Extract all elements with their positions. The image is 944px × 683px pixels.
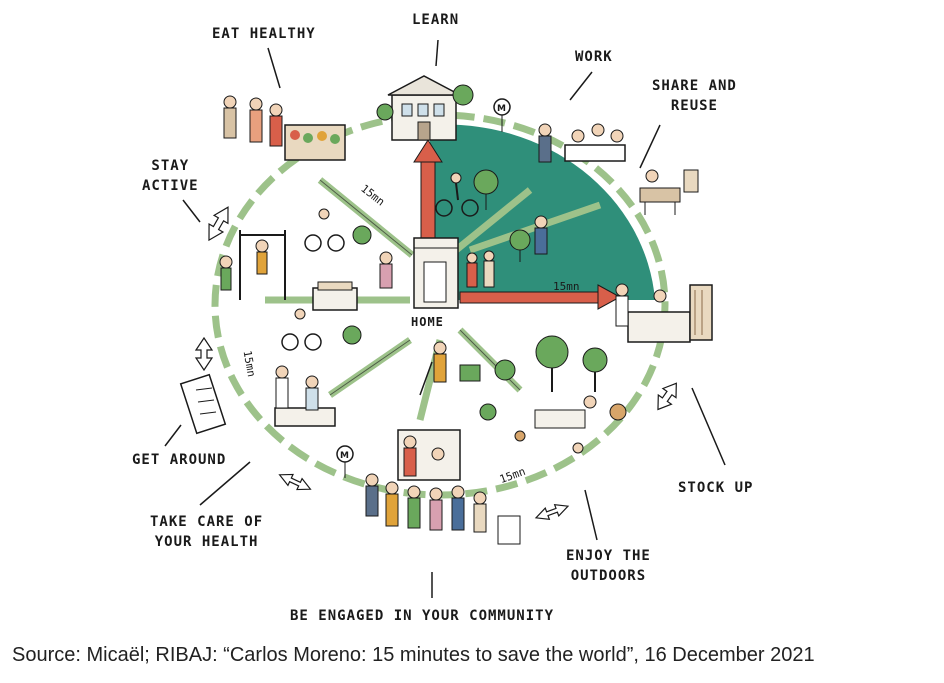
label-stay-active: STAY ACTIVE [142, 156, 199, 196]
label-home: HOME [411, 315, 444, 329]
leader-lines [164, 39, 726, 598]
label-share-line1: SHARE AND [652, 78, 737, 94]
kiosk-icon [312, 281, 358, 311]
label-take-care-line2: YOUR HEALTH [154, 534, 259, 550]
label-stay-line2: ACTIVE [142, 178, 199, 194]
park-trees-icon [479, 335, 627, 454]
gardener-icon [419, 341, 481, 396]
label-community: BE ENGAGED IN YOUR COMMUNITY [290, 606, 554, 626]
label-stock-up-text: STOCK UP [678, 480, 754, 496]
label-learn-text: LEARN [412, 12, 460, 28]
shop-icon [615, 283, 713, 343]
doctor-icon [274, 365, 336, 427]
cyclist-icon [435, 172, 479, 217]
label-stay-line1: STAY [151, 158, 190, 174]
label-enjoy-line1: ENJOY THE [566, 548, 651, 564]
market-stall-icon [223, 95, 346, 161]
chairs-reuse-icon [639, 169, 699, 215]
trees-icon [473, 169, 531, 262]
cyclist-left-icon [281, 208, 345, 351]
label-take-care: TAKE CARE OF YOUR HEALTH [150, 512, 263, 552]
svg-text:M: M [340, 451, 349, 461]
tree-small-icon [342, 225, 393, 345]
svg-text:M: M [497, 104, 506, 114]
diagram-canvas: 15mn 15mn 15mn 15mn M M [164, 39, 726, 598]
label-share-and-reuse: SHARE AND REUSE [652, 76, 737, 116]
office-desks-icon [538, 123, 626, 163]
metro-sign-icon-bottom: M [336, 445, 354, 478]
time-mark-3: 15mn [241, 350, 258, 378]
label-stock-up: STOCK UP [678, 478, 753, 498]
label-eat-healthy: EAT HEALTHY [212, 24, 316, 44]
label-enjoy-outdoors: ENJOY THE OUTDOORS [566, 546, 651, 586]
label-get-around-text: GET AROUND [132, 452, 227, 468]
label-community-text: BE ENGAGED IN YOUR COMMUNITY [290, 608, 555, 624]
label-work: WORK [575, 47, 613, 67]
people-gathering-icon [365, 429, 521, 545]
label-work-text: WORK [575, 49, 613, 65]
person-icon [466, 215, 548, 288]
label-enjoy-line2: OUTDOORS [570, 568, 647, 584]
school-building-icon [376, 75, 474, 141]
label-share-line2: REUSE [670, 98, 718, 114]
source-caption: Source: Micaël; RIBAJ: “Carlos Moreno: 1… [12, 644, 815, 666]
label-eat-healthy-text: EAT HEALTHY [212, 26, 316, 42]
label-get-around: GET AROUND [132, 450, 226, 470]
label-take-care-line1: TAKE CARE OF [150, 514, 264, 530]
time-mark-1: 15mn [358, 182, 387, 209]
home-icon [413, 237, 459, 309]
time-mark-2: 15mn [553, 280, 580, 293]
double-arrows [194, 206, 677, 521]
arrow-right [459, 284, 622, 310]
metro-sign-icon-top: M [493, 98, 511, 132]
sport-bars-icon [219, 230, 286, 300]
bike-rack-icon [179, 373, 227, 435]
arrow-up [413, 139, 443, 241]
label-learn: LEARN [412, 10, 459, 30]
